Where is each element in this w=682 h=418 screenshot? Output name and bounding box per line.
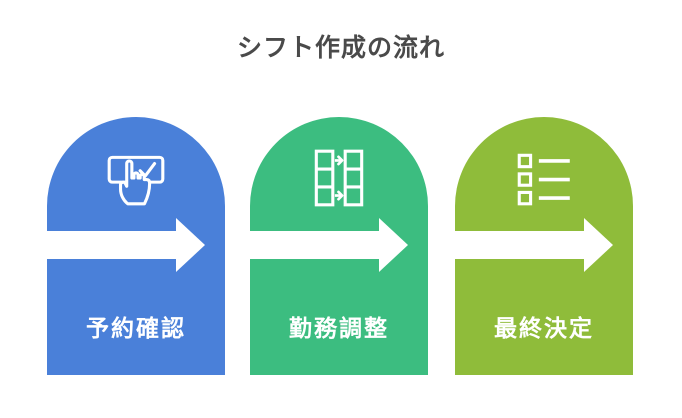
checklist-icon [517,153,570,206]
step-column-final-decision: 最終決定 [437,117,633,375]
flow-arrow-icon [29,218,205,272]
step-label: 勤務調整 [289,315,389,341]
step-label: 最終決定 [494,315,594,341]
tap-confirm-icon [107,155,165,206]
step-column-reservation-check: 予約確認 [29,117,225,375]
step-label: 予約確認 [86,315,186,341]
flow-arrow-icon [232,218,408,272]
flow-arrow-icon [437,218,613,272]
diagram-title: シフト作成の流れ [236,34,445,62]
step-column-shift-adjustment: 勤務調整 [232,117,428,375]
shift-swap-icon [314,149,364,207]
